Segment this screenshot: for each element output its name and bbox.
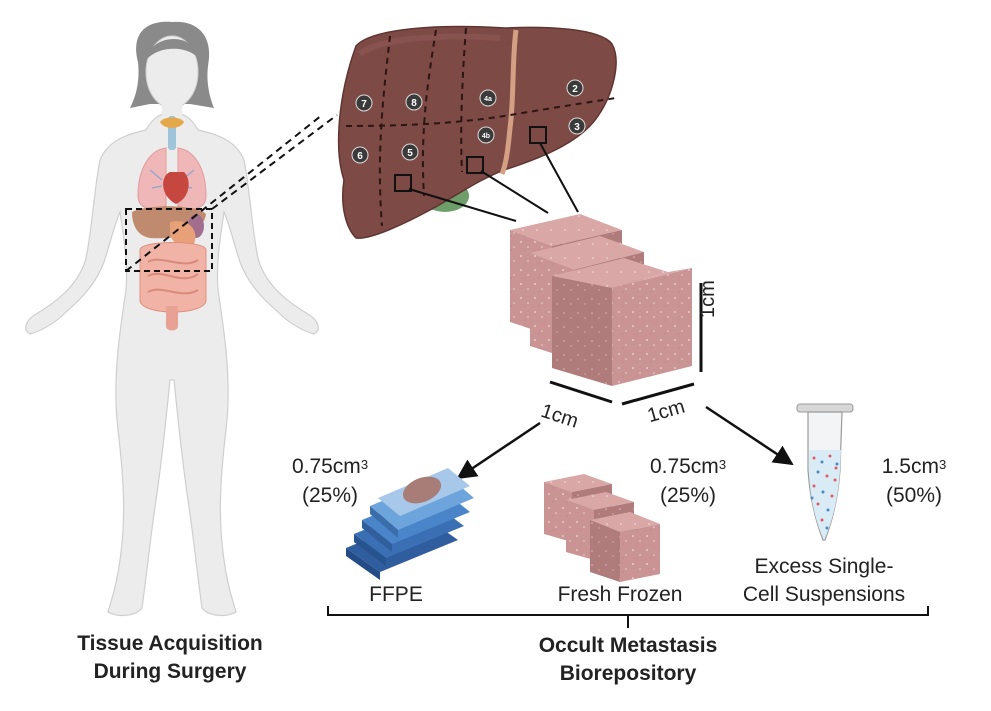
frozen-percent: (25%) <box>659 484 717 507</box>
heart <box>163 172 189 204</box>
segment-badge-4a: 4a <box>479 89 497 107</box>
biorepository-title-line1: Occult Metastasis <box>538 634 718 657</box>
neck <box>162 100 182 122</box>
sample-line-2 <box>480 170 549 214</box>
suspension-percent: (50%) <box>885 484 943 507</box>
width-dimension-line <box>621 382 695 406</box>
frozen-label: Fresh Frozen <box>557 583 683 606</box>
suspension-label-line1: Excess Single- <box>754 555 894 578</box>
suspension-volume: 1.5cm3 <box>881 455 947 478</box>
zoom-line-lower <box>125 114 323 272</box>
acquisition-title-line1: Tissue Acquisition <box>77 632 263 655</box>
segment-label-4b: 4b <box>482 133 490 140</box>
sample-line-1 <box>408 188 517 222</box>
suspension-tube <box>796 403 854 541</box>
segment-label-4a: 4a <box>484 96 492 103</box>
segment-badge-7: 7 <box>355 94 373 112</box>
stomach <box>170 221 196 247</box>
frozen-volume: 0.75cm3 <box>649 455 727 478</box>
segment-badge-2: 2 <box>566 79 584 97</box>
segment-badge-3: 3 <box>568 117 586 135</box>
segment-badge-5: 5 <box>401 143 419 161</box>
liver-body <box>337 25 617 239</box>
rectum <box>166 306 178 331</box>
segment-badge-8: 8 <box>405 93 423 111</box>
tissue-cube-front <box>552 258 692 386</box>
sample-square-1 <box>394 174 412 192</box>
sample-line-3 <box>539 142 579 213</box>
body-silhouette <box>25 111 319 617</box>
sample-square-2 <box>466 156 484 174</box>
cell-dots <box>810 454 839 530</box>
arrow-to-ffpe <box>456 421 541 480</box>
segment-badge-4b: 4b <box>477 126 495 144</box>
arrow-to-suspension <box>705 405 794 466</box>
segment-label-7: 7 <box>361 99 367 110</box>
segment-label-8: 8 <box>411 98 417 109</box>
segment-label-5: 5 <box>407 148 413 159</box>
biorepository-bracket <box>327 606 929 616</box>
height-label: 1cm <box>697 280 719 318</box>
hair-front <box>146 38 200 60</box>
fresh-frozen-cubes <box>544 474 660 582</box>
callout-box <box>125 208 213 272</box>
biorepository-title-line2: Biorepository <box>559 662 697 685</box>
depth-dimension-line <box>549 380 613 404</box>
human-figure <box>25 21 319 617</box>
zoom-line-upper <box>211 114 338 210</box>
ffpe-percent: (25%) <box>301 484 359 507</box>
bronchi <box>149 169 195 189</box>
ffpe-label: FFPE <box>369 583 423 606</box>
ffpe-volume: 0.75cm3 <box>291 455 369 478</box>
intestine-loops <box>147 258 199 295</box>
segment-badge-6: 6 <box>351 146 369 164</box>
acquisition-title-line2: During Surgery <box>93 660 247 683</box>
tube-cap <box>796 403 854 413</box>
tissue-section <box>402 476 442 504</box>
frozen-cube-front <box>590 512 660 582</box>
segment-label-2: 2 <box>572 84 578 95</box>
tissue-cubes <box>510 214 692 386</box>
suspension-label-line2: Cell Suspensions <box>742 583 906 606</box>
liver-highlight <box>358 33 501 57</box>
sample-square-3 <box>529 126 547 144</box>
segment-label-6: 6 <box>357 151 363 162</box>
segment-line-1 <box>421 29 437 197</box>
falciform-ligament <box>499 29 519 175</box>
segment-label-3: 3 <box>574 122 580 133</box>
ffpe-slides <box>346 468 474 580</box>
segment-line-horizontal <box>345 97 617 127</box>
thyroid <box>160 117 184 128</box>
